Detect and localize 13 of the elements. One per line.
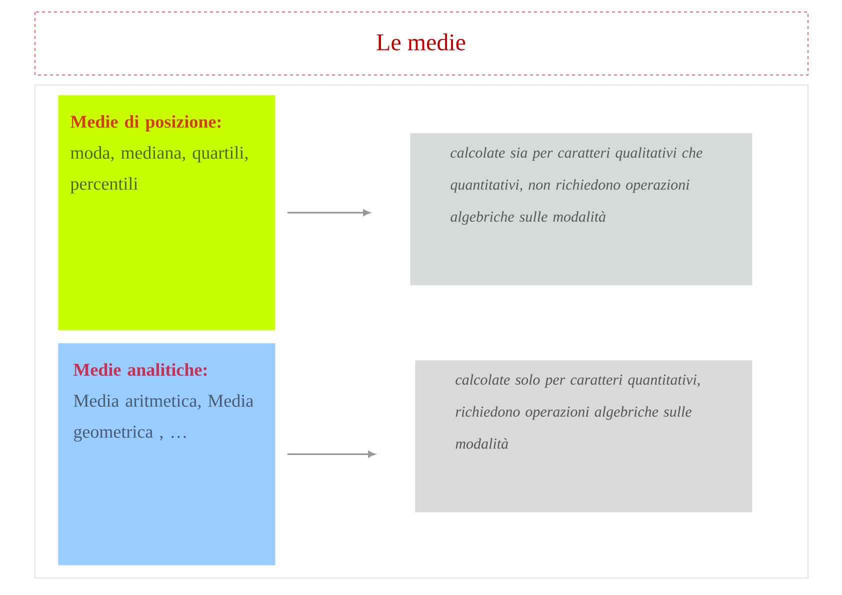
- description-text: calcolate solo per caratteri quantitativi, richiedono operazioni algebriche sulle modalità: [456, 374, 700, 449]
- title-box: Le medie: [34, 12, 808, 76]
- description-box: [410, 133, 752, 286]
- body-text: moda, mediana, quartili, percentili: [70, 146, 248, 194]
- body-text: Media aritmetica, Media geometrica , …: [74, 394, 254, 442]
- description-box: [415, 360, 752, 512]
- arrow: [287, 450, 375, 458]
- arrow: [287, 209, 370, 216]
- description-text: calcolate sia per caratteri qualitativi che quantitativi, non richiedono operazioni algebriche sulle modalità: [450, 147, 702, 225]
- heading-text: Medie di posizione:: [70, 115, 221, 132]
- category-box: [58, 95, 276, 330]
- heading-text: Medie analitiche:: [74, 363, 207, 376]
- category-box: [58, 343, 276, 566]
